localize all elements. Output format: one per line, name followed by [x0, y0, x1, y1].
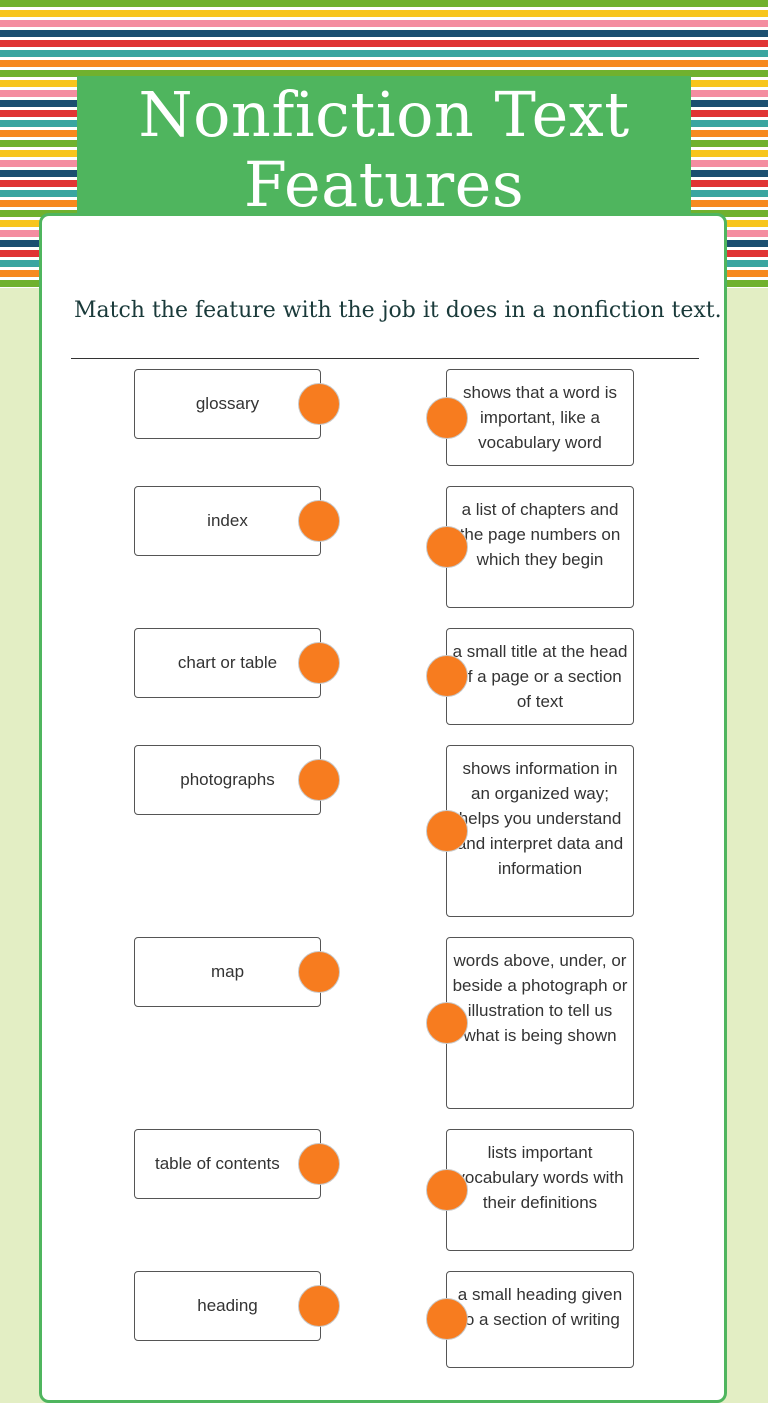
term-connector-dot[interactable]	[298, 500, 340, 542]
definition-text: shows that a word is important, like a v…	[462, 383, 617, 452]
definition-text: a list of chapters and the page numbers …	[459, 500, 621, 569]
definition-box[interactable]: a small title at the head of a page or a…	[446, 628, 634, 725]
definition-connector-dot[interactable]	[426, 810, 468, 852]
term-label: table of contents	[155, 1154, 280, 1173]
definition-text: a small title at the head of a page or a…	[452, 642, 628, 711]
term-connector-dot[interactable]	[298, 642, 340, 684]
definition-text: a small heading given to a section of wr…	[457, 1285, 623, 1329]
definition-connector-dot[interactable]	[426, 526, 468, 568]
page-title: Nonfiction Text Features	[138, 78, 630, 221]
term-label: glossary	[195, 394, 260, 413]
term-label: heading	[197, 1296, 258, 1315]
definition-box[interactable]: lists important vocabulary words with th…	[446, 1129, 634, 1251]
term-box-map[interactable]: map	[134, 937, 321, 1007]
term-box-table-of-contents[interactable]: table of contents	[134, 1129, 321, 1199]
definition-connector-dot[interactable]	[426, 397, 468, 439]
term-label: index	[207, 511, 248, 530]
worksheet-card: Match the feature with the job it does i…	[39, 213, 727, 1403]
divider	[71, 358, 699, 359]
definition-connector-dot[interactable]	[426, 1002, 468, 1044]
term-box-glossary[interactable]: glossary	[134, 369, 321, 439]
definition-box[interactable]: words above, under, or beside a photogra…	[446, 937, 634, 1109]
definition-text: words above, under, or beside a photogra…	[452, 951, 628, 1045]
term-box-index[interactable]: index	[134, 486, 321, 556]
definition-box[interactable]: shows that a word is important, like a v…	[446, 369, 634, 466]
term-connector-dot[interactable]	[298, 1285, 340, 1327]
term-label: map	[210, 962, 245, 981]
definition-connector-dot[interactable]	[426, 655, 468, 697]
title-banner: Nonfiction Text Features	[77, 76, 691, 228]
definition-connector-dot[interactable]	[426, 1169, 468, 1211]
definition-text: lists important vocabulary words with th…	[456, 1143, 624, 1212]
term-box-chart-or-table[interactable]: chart or table	[134, 628, 321, 698]
term-connector-dot[interactable]	[298, 951, 340, 993]
definition-text: shows information in an organized way; h…	[456, 759, 624, 878]
definition-box[interactable]: a list of chapters and the page numbers …	[446, 486, 634, 608]
term-label: chart or table	[177, 653, 278, 672]
term-box-heading[interactable]: heading	[134, 1271, 321, 1341]
term-connector-dot[interactable]	[298, 1143, 340, 1185]
term-label: photographs	[180, 770, 275, 789]
instruction-text: Match the feature with the job it does i…	[74, 298, 722, 323]
definition-connector-dot[interactable]	[426, 1298, 468, 1340]
definition-box[interactable]: shows information in an organized way; h…	[446, 745, 634, 917]
definition-box[interactable]: a small heading given to a section of wr…	[446, 1271, 634, 1368]
term-connector-dot[interactable]	[298, 759, 340, 801]
term-connector-dot[interactable]	[298, 383, 340, 425]
term-box-photographs[interactable]: photographs	[134, 745, 321, 815]
